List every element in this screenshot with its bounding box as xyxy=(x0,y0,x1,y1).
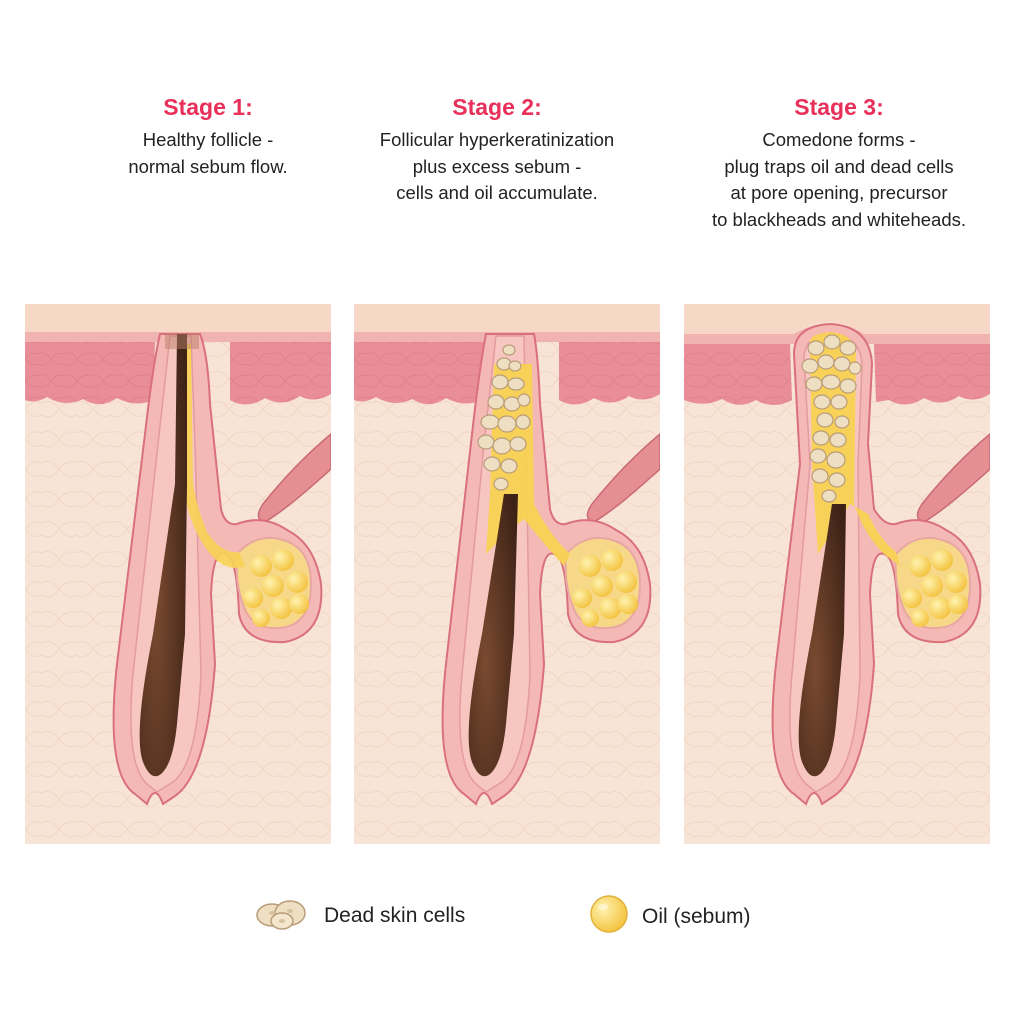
skin-surface xyxy=(684,304,990,334)
stage-3-line: Comedone forms - xyxy=(762,129,916,150)
keratin-plug xyxy=(477,344,531,491)
stage-1-illustration xyxy=(25,304,331,844)
legend-dead-skin-cells: Dead skin cells xyxy=(252,893,465,938)
stage-1-title: Stage 1: xyxy=(163,94,253,120)
stage-2-title: Stage 2: xyxy=(452,94,542,120)
stage-2-line: cells and oil accumulate. xyxy=(396,182,598,203)
hair-shaft xyxy=(798,504,846,777)
hair-shaft xyxy=(139,334,187,777)
dead-skin-cells-icon xyxy=(252,893,312,938)
stage-3-illustration xyxy=(684,304,990,844)
sebaceous-gland xyxy=(894,536,972,630)
stage-1-line: Healthy follicle - xyxy=(142,129,274,150)
legend-oil-sebum-label: Oil (sebum) xyxy=(642,904,751,928)
legend-oil-sebum: Oil (sebum) xyxy=(588,893,751,940)
stage-3-line: to blackheads and whiteheads. xyxy=(711,208,967,230)
stage-2-illustration xyxy=(354,304,660,844)
sebum-droplet-icon xyxy=(588,893,630,940)
hair-shaft xyxy=(468,494,518,777)
stage-3-description: Comedone forms - plug traps oil and dead… xyxy=(669,127,1009,233)
arrector-pili-muscle xyxy=(257,433,331,523)
arrector-pili-muscle xyxy=(586,433,660,523)
stage-2-caption: Stage 2: Follicular hyperkeratinization … xyxy=(327,0,667,207)
stage-2-line: plus excess sebum - xyxy=(412,155,582,177)
stage-1-description: Healthy follicle - normal sebum flow. xyxy=(38,127,378,180)
legend-dead-skin-cells-label: Dead skin cells xyxy=(324,903,466,927)
sebum-flow xyxy=(182,344,245,568)
stage-1-line: normal sebum flow. xyxy=(128,155,288,177)
stage-1-caption: Stage 1: Healthy follicle - normal sebum… xyxy=(38,0,378,180)
stage-3-line: plug traps oil and dead cells xyxy=(724,155,954,177)
skin-surface xyxy=(25,304,331,332)
arrector-pili-muscle xyxy=(916,433,990,523)
skin-surface xyxy=(354,304,660,332)
sebaceous-gland xyxy=(564,536,642,630)
stage-2-description: Follicular hyperkeratinization plus exce… xyxy=(327,127,667,207)
stage-3-title: Stage 3: xyxy=(794,94,884,120)
comedone-plug xyxy=(801,334,862,503)
stage-3-caption: Stage 3: Comedone forms - plug traps oil… xyxy=(669,0,1009,233)
stage-3-line: at pore opening, precursor xyxy=(730,182,948,203)
sebaceous-gland xyxy=(235,536,313,630)
stage-2-line: Follicular hyperkeratinization xyxy=(379,129,615,150)
